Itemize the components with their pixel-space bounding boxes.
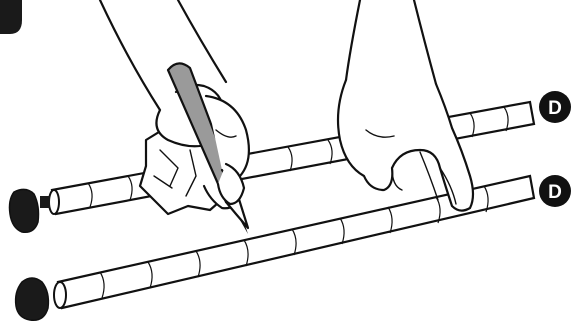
right-hand: [338, 0, 473, 211]
tube-label-badge: D: [539, 91, 571, 123]
tube-label-back: D: [548, 98, 562, 119]
corner-tab: [0, 0, 22, 34]
back-foot-cap: [10, 189, 39, 232]
front-foot-cap: [16, 278, 49, 320]
tube-label-badge: D: [539, 175, 571, 207]
tube-label-front: D: [548, 182, 562, 203]
